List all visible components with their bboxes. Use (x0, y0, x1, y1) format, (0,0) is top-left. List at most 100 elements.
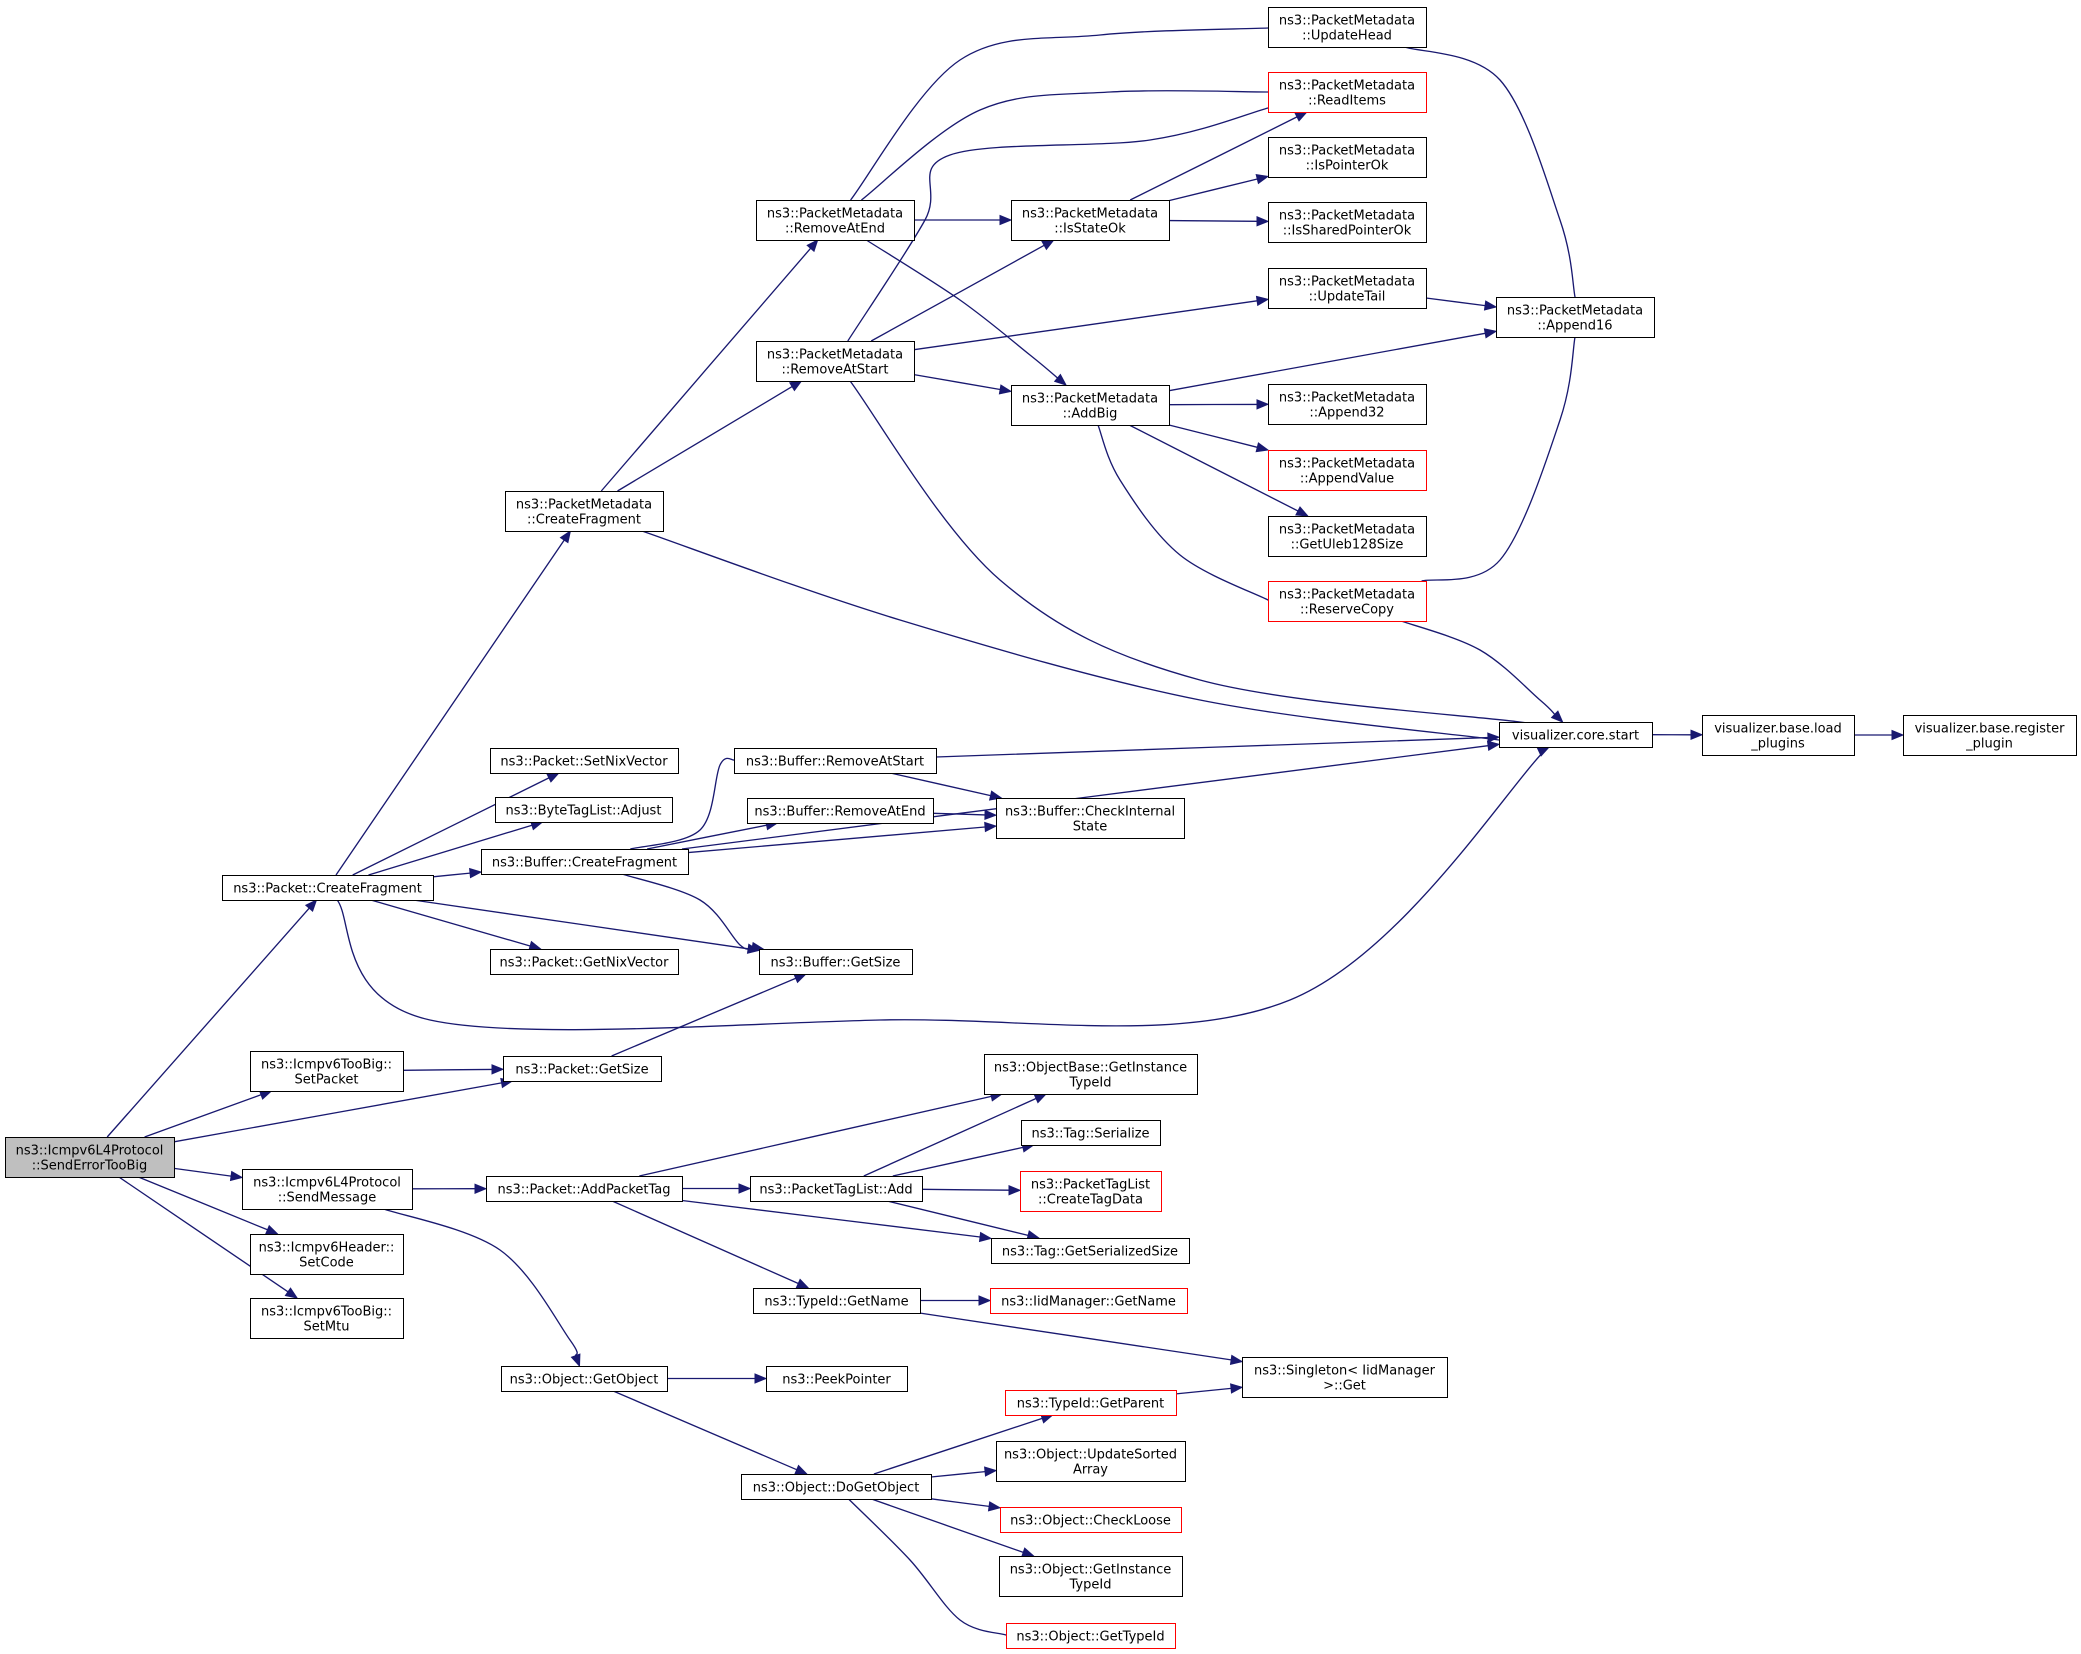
node-pm-readitems[interactable]: ns3::PacketMetadata::ReadItems (1268, 72, 1427, 113)
edges-layer (106, 26, 1905, 1637)
node-viz-core-start[interactable]: visualizer.core.start (1499, 722, 1653, 748)
node-label: ns3::PacketMetadata (1279, 523, 1415, 538)
node-iid-getname[interactable]: ns3::IidManager::GetName (990, 1288, 1188, 1314)
node-root[interactable]: ns3::Icmpv6L4Protocol::SendErrorTooBig (5, 1137, 175, 1178)
node-pm-updatetail[interactable]: ns3::PacketMetadata::UpdateTail (1268, 268, 1427, 309)
node-box (490, 748, 679, 774)
arrowhead (1021, 1547, 1035, 1558)
node-label: ns3::IidManager::GetName (1001, 1295, 1176, 1310)
node-pkt-addtag[interactable]: ns3::Packet::AddPacketTag (486, 1176, 683, 1202)
node-label: >::Get (1323, 1379, 1366, 1394)
node-pkt-setnix[interactable]: ns3::Packet::SetNixVector (490, 748, 679, 774)
node-box (1496, 297, 1655, 338)
node-box (1268, 581, 1427, 622)
node-pm-removeatend[interactable]: ns3::PacketMetadata::RemoveAtEnd (756, 200, 915, 241)
node-pm-append32[interactable]: ns3::PacketMetadata::Append32 (1268, 384, 1427, 425)
node-label: ::IsStateOk (1054, 222, 1126, 237)
edge-line (1168, 178, 1258, 202)
edge-line (850, 26, 1281, 201)
node-singleton-get[interactable]: ns3::Singleton< IidManager>::Get (1242, 1357, 1448, 1398)
edge-line (173, 1082, 502, 1143)
node-viz-register-plugin[interactable]: visualizer.base.register_plugin (1903, 715, 2077, 756)
arrowhead (978, 1295, 992, 1306)
edge-pm_removeatend-to-pm_updatehead (850, 26, 1281, 201)
node-toobig-setmtu[interactable]: ns3::Icmpv6TooBig::SetMtu (250, 1298, 404, 1339)
node-label: ::AddBig (1063, 407, 1118, 422)
edge-ptl_add-to-ptl_createtagdata (921, 1184, 1022, 1196)
node-label: ns3::PacketMetadata (1279, 275, 1415, 290)
node-pm-getuleb[interactable]: ns3::PacketMetadata::GetUleb128Size (1268, 516, 1427, 557)
node-pm-appendvalue[interactable]: ns3::PacketMetadata::AppendValue (1268, 450, 1427, 491)
node-toobig-setpacket[interactable]: ns3::Icmpv6TooBig::SetPacket (250, 1051, 404, 1092)
arrowhead (999, 214, 1013, 226)
node-label: ns3::PacketMetadata (1279, 209, 1415, 224)
edge-line (863, 1097, 1037, 1177)
node-pm-ispointerok[interactable]: ns3::PacketMetadata::IsPointerOk (1268, 137, 1427, 178)
node-buf-getsize[interactable]: ns3::Buffer::GetSize (759, 949, 913, 975)
node-btl-adjust[interactable]: ns3::ByteTagList::Adjust (495, 797, 673, 823)
arrowhead (546, 772, 560, 783)
node-typeid-getparent[interactable]: ns3::TypeId::GetParent (1005, 1390, 1177, 1416)
node-peekpointer[interactable]: ns3::PeekPointer (766, 1366, 908, 1392)
node-pkt-createfrag[interactable]: ns3::Packet::CreateFragment (222, 875, 434, 901)
node-ptl-createtagdata[interactable]: ns3::PacketTagList::CreateTagData (1020, 1171, 1162, 1212)
arrowhead (1230, 1383, 1244, 1394)
node-pkt-getsize[interactable]: ns3::Packet::GetSize (503, 1056, 662, 1082)
arrowhead (984, 821, 998, 833)
node-label: ns3::Buffer::CreateFragment (492, 856, 677, 871)
node-box (1242, 1357, 1448, 1398)
arrowhead (264, 1224, 279, 1235)
edge-line (913, 373, 1001, 391)
node-box (242, 1169, 413, 1210)
node-pm-createfrag[interactable]: ns3::PacketMetadata::CreateFragment (505, 491, 664, 532)
node-label: ns3::PacketMetadata (1279, 14, 1415, 29)
edge-line (935, 736, 1489, 758)
node-pm-updatehead[interactable]: ns3::PacketMetadata::UpdateHead (1268, 7, 1427, 48)
node-label: ns3::Icmpv6L4Protocol (253, 1176, 401, 1191)
node-pkt-getnix[interactable]: ns3::Packet::GetNixVector (490, 949, 679, 975)
node-label: ns3::PacketMetadata (1279, 144, 1415, 159)
node-label: ::RemoveAtStart (781, 363, 888, 378)
node-buf-createfrag[interactable]: ns3::Buffer::CreateFragment (481, 849, 689, 875)
node-label: ::CreateFragment (527, 513, 641, 528)
node-label: TypeId (1069, 1076, 1112, 1091)
edge-pkt_addtag-to-ptl_add (682, 1183, 752, 1194)
node-label: ns3::Object::UpdateSorted (1004, 1448, 1177, 1463)
edge-line (930, 1498, 990, 1508)
node-pm-append16[interactable]: ns3::PacketMetadata::Append16 (1496, 297, 1655, 338)
node-buf-removeatstart[interactable]: ns3::Buffer::RemoveAtStart (734, 748, 937, 774)
arrowhead (984, 1466, 998, 1477)
node-l4-sendmessage[interactable]: ns3::Icmpv6L4Protocol::SendMessage (242, 1169, 413, 1210)
node-hdr-setcode[interactable]: ns3::Icmpv6Header::SetCode (250, 1234, 404, 1275)
node-label: ::RemoveAtEnd (785, 222, 885, 237)
edge-pm_updatetail-to-pm_append16 (1425, 297, 1498, 311)
node-obj-checkloose[interactable]: ns3::Object::CheckLoose (1000, 1507, 1182, 1533)
node-pm-issharedptrok[interactable]: ns3::PacketMetadata::IsSharedPointerOk (1268, 202, 1427, 243)
node-label: SetMtu (304, 1320, 350, 1335)
node-obj-dogetobject[interactable]: ns3::Object::DoGetObject (741, 1474, 932, 1500)
node-tag-serialize[interactable]: ns3::Tag::Serialize (1021, 1120, 1161, 1146)
edge-obj_dogetobject-to-obj_updatesorted (930, 1466, 998, 1478)
edge-pm_addbig-to-pm_append32 (1168, 399, 1270, 410)
node-pm-addbig[interactable]: ns3::PacketMetadata::AddBig (1011, 385, 1170, 426)
node-pm-reservecopy[interactable]: ns3::PacketMetadata::ReserveCopy (1268, 581, 1427, 622)
node-obj-gettypeid[interactable]: ns3::Object::GetTypeId (1006, 1623, 1176, 1649)
node-buf-removeatend[interactable]: ns3::Buffer::RemoveAtEnd (747, 798, 934, 824)
node-obj-getobject[interactable]: ns3::Object::GetObject (501, 1366, 668, 1392)
node-ptl-add[interactable]: ns3::PacketTagList::Add (750, 1176, 923, 1202)
node-label: ns3::PacketMetadata (1022, 207, 1158, 222)
edge-pm_addbig-to-pm_appendvalue (1168, 424, 1270, 453)
node-tag-getsersize[interactable]: ns3::Tag::GetSerializedSize (991, 1238, 1190, 1264)
node-box (1000, 1507, 1182, 1533)
edge-line (871, 1498, 1024, 1554)
node-label: ns3::Buffer::CheckInternal (1005, 805, 1175, 820)
node-typeid-getname[interactable]: ns3::TypeId::GetName (753, 1288, 921, 1314)
node-viz-load-plugins[interactable]: visualizer.base.load_plugins (1702, 715, 1855, 756)
node-pm-isstateok[interactable]: ns3::PacketMetadata::IsStateOk (1011, 200, 1170, 241)
node-pm-removeatstart[interactable]: ns3::PacketMetadata::RemoveAtStart (756, 341, 915, 382)
